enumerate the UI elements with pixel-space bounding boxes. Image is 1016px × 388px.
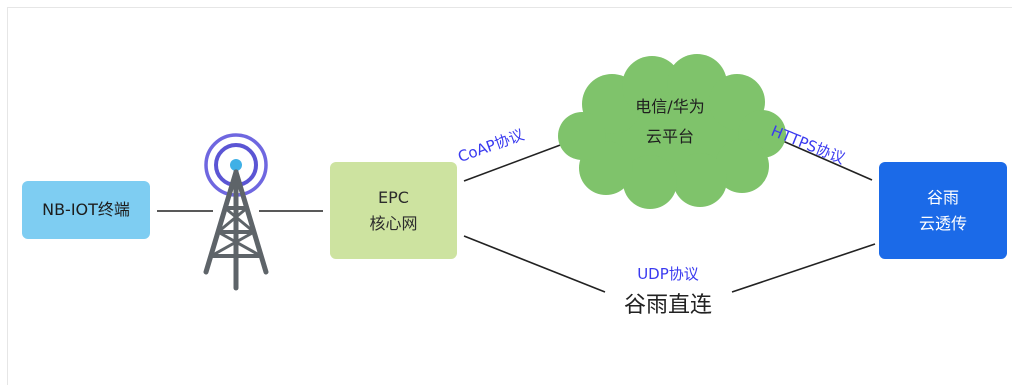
connector-epc-to-direct — [463, 235, 606, 293]
guyu-label-line2: 云透传 — [918, 213, 967, 233]
epc-label-line1: EPC — [378, 187, 409, 207]
cloud-shape — [558, 54, 786, 209]
connector-direct-to-guyu — [731, 243, 876, 293]
cloud-platform-node: 电信/华为 云平台 — [600, 92, 740, 153]
cell-tower-icon — [203, 133, 269, 291]
udp-protocol-label: UDP协议 — [637, 265, 699, 283]
connector-cloud-to-guyu — [775, 137, 873, 181]
diagram-frame — [7, 7, 1012, 385]
epc-core-network-node: EPC 核心网 — [330, 162, 457, 259]
nb-iot-terminal-node: NB-IOT终端 — [22, 181, 150, 239]
guyu-label-line1: 谷雨 — [926, 187, 959, 207]
guyu-cloud-node: 谷雨 云透传 — [879, 162, 1007, 259]
cloud-label-line1: 电信/华为 — [635, 97, 705, 116]
epc-label-line2: 核心网 — [369, 213, 418, 233]
direct-connection-label: 谷雨直连 — [623, 293, 712, 318]
nb-iot-terminal-label: NB-IOT终端 — [42, 200, 130, 220]
connector-epc-to-cloud — [463, 143, 564, 182]
cloud-label-line2: 云平台 — [645, 127, 694, 147]
